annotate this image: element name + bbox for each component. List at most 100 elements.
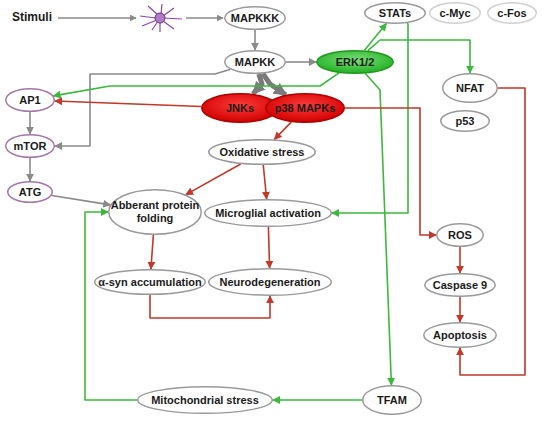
node-label: α-syn accumulation xyxy=(98,276,201,289)
signal-arrow xyxy=(459,247,461,273)
pathway-node: Mitochondrial stress xyxy=(137,386,273,414)
node-label: p38 MAPKs xyxy=(275,102,336,115)
node-label: c-Myc xyxy=(439,7,470,20)
node-label: Caspase 9 xyxy=(433,279,487,292)
node-ellipse xyxy=(209,269,332,296)
signal-arrow xyxy=(253,74,262,94)
node-label: p53 xyxy=(456,115,475,128)
pathway-node: c-Myc xyxy=(429,2,481,24)
neuron-symbol xyxy=(140,4,182,32)
node-text-box: Mitochondrial stress xyxy=(137,386,273,414)
node-ellipse xyxy=(95,270,206,295)
signal-arrow xyxy=(150,295,270,318)
signal-arrow xyxy=(459,297,461,322)
stimulus-label: Stimuli xyxy=(12,10,52,24)
stimulus-arrow xyxy=(58,17,136,19)
node-label: c-Fos xyxy=(497,7,526,20)
node-text-box: α-syn accumulation xyxy=(94,269,206,295)
signal-arrow xyxy=(29,158,31,181)
node-text-box: p53 xyxy=(440,110,490,132)
signal-arrow xyxy=(52,195,111,204)
signal-arrow xyxy=(268,227,269,268)
node-ellipse xyxy=(205,200,332,227)
signal-arrow xyxy=(263,74,286,95)
node-label: mTOR xyxy=(14,140,47,153)
node-text-box: ROS xyxy=(436,223,484,247)
pathway-node: ERK1/2 xyxy=(316,50,394,74)
node-ellipse xyxy=(225,51,286,74)
node-label: Mitochondrial stress xyxy=(151,394,259,407)
signal-arrow xyxy=(29,112,31,134)
node-ellipse xyxy=(365,3,426,24)
node-text-box: ATG xyxy=(7,181,53,203)
pathway-node: AP1 xyxy=(5,88,55,112)
node-text-box: Abberant protein folding xyxy=(108,189,202,235)
node-text-box: Microglial activation xyxy=(204,199,332,227)
node-ellipse xyxy=(441,111,490,132)
pathway-node: MAPKK xyxy=(224,50,286,74)
node-label: AP1 xyxy=(19,94,40,107)
node-text-box: mTOR xyxy=(5,134,55,158)
node-label: Apoptosis xyxy=(433,329,487,342)
node-ellipse xyxy=(443,74,498,103)
node-ellipse xyxy=(424,323,497,348)
node-text-box: NFAT xyxy=(442,73,498,103)
signal-arrow xyxy=(286,61,316,63)
signal-arrow xyxy=(263,165,266,199)
signal-arrow xyxy=(55,101,201,107)
node-label: TFAM xyxy=(377,394,407,407)
signal-arrow xyxy=(274,122,291,139)
pathway-node: STATs xyxy=(364,2,426,24)
stimulus-arrow xyxy=(186,17,223,19)
signal-arrow xyxy=(365,24,387,51)
node-text-box: AP1 xyxy=(5,88,55,112)
pathway-node: Microglial activation xyxy=(204,199,332,227)
pathway-node: NFAT xyxy=(442,73,498,103)
pathway-node: α-syn accumulation xyxy=(94,269,206,295)
node-text-box: Apoptosis xyxy=(423,322,497,348)
pathway-node: p53 xyxy=(440,110,490,132)
node-ellipse xyxy=(317,51,394,74)
pathway-node: Abberant protein folding xyxy=(108,189,202,235)
pathway-node: MAPKKK xyxy=(224,6,286,30)
node-text-box: Neurodegeneration xyxy=(208,268,332,296)
pathway-node: ROS xyxy=(436,223,484,247)
signal-arrow xyxy=(345,108,436,235)
node-ellipse xyxy=(6,89,55,112)
signal-arrow xyxy=(53,73,339,96)
node-text-box: Oxidative stress xyxy=(208,139,316,165)
pathway-node: Neurodegeneration xyxy=(208,268,332,296)
pathway-node: Caspase 9 xyxy=(424,273,496,297)
signal-arrow xyxy=(365,74,391,385)
signal-arrow xyxy=(273,399,362,401)
signal-arrow xyxy=(85,212,137,400)
node-ellipse xyxy=(437,224,484,247)
node-label: STATs xyxy=(379,7,411,20)
node-text-box: MAPKK xyxy=(224,50,286,74)
node-ellipse xyxy=(488,3,537,24)
signal-arrow xyxy=(151,235,153,269)
pathway-node: mTOR xyxy=(5,134,55,158)
pathway-node: c-Fos xyxy=(487,2,537,24)
node-label: ROS xyxy=(448,229,472,242)
pathway-node: TFAM xyxy=(362,385,422,415)
signal-arrow xyxy=(254,30,256,50)
node-label: NFAT xyxy=(456,82,484,95)
node-text-box: Caspase 9 xyxy=(424,273,496,297)
node-label: ERK1/2 xyxy=(336,56,375,69)
node-text-box: c-Myc xyxy=(429,2,481,24)
node-ellipse xyxy=(425,274,496,297)
node-ellipse xyxy=(430,3,481,24)
pathway-node: ATG xyxy=(7,181,53,203)
pathway-node: Oxidative stress xyxy=(208,139,316,165)
node-ellipse xyxy=(109,190,202,235)
node-ellipse xyxy=(6,135,55,158)
signal-arrow xyxy=(186,164,241,195)
node-text-box: c-Fos xyxy=(487,2,537,24)
node-label: MAPKK xyxy=(235,56,275,69)
node-ellipse xyxy=(266,94,345,123)
node-label: MAPKKK xyxy=(231,12,279,25)
node-label: JNKs xyxy=(226,102,254,115)
node-label: Neurodegeneration xyxy=(220,276,321,289)
node-ellipse xyxy=(8,182,53,203)
